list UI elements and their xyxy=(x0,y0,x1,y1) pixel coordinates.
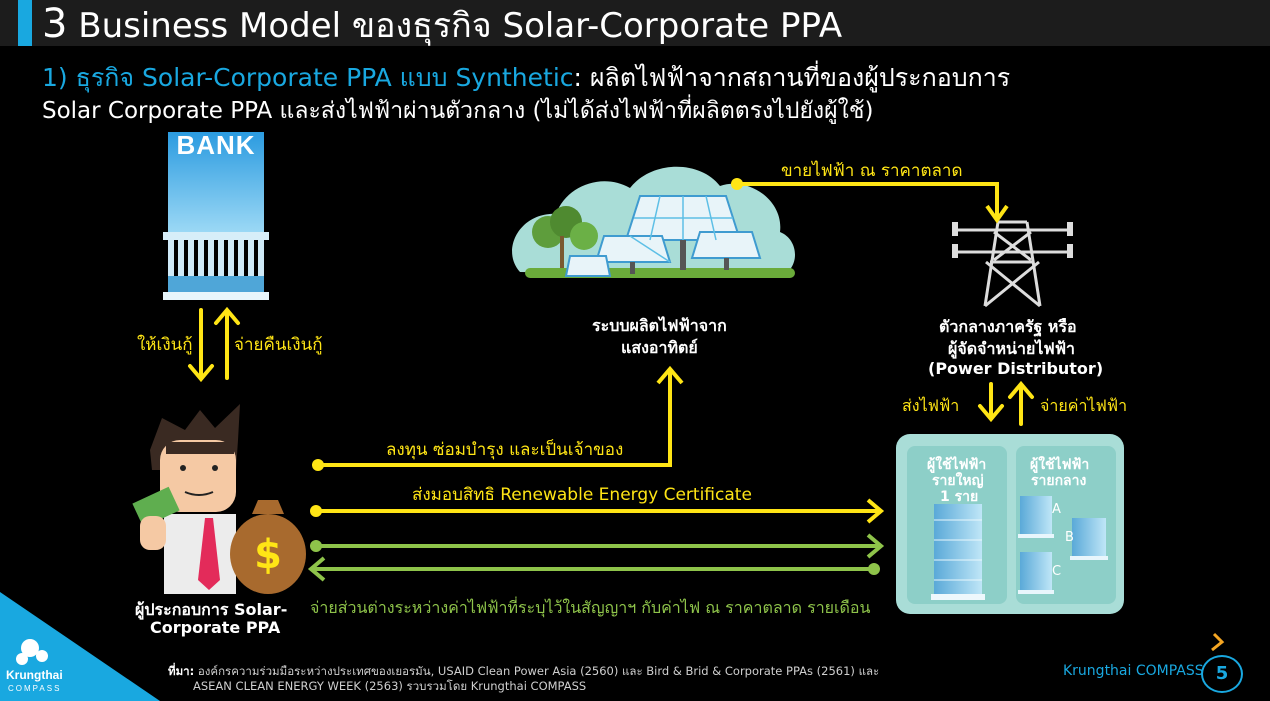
medium-user-line2: รายกลาง xyxy=(1031,473,1087,489)
solar-farm-icon xyxy=(512,166,795,278)
operator-character-icon xyxy=(132,404,240,594)
money-bag-icon: $ xyxy=(230,500,306,594)
difference-payment-dot xyxy=(868,563,880,575)
source-line1: องค์กรความร่วมมือระหว่างประเทศของเยอรมัน… xyxy=(194,664,880,678)
user-b-label: B xyxy=(1065,530,1074,545)
subtitle-line2: Solar Corporate PPA และส่งไฟฟ้าผ่านตัวกล… xyxy=(42,98,874,124)
repay-loan-label: จ่ายคืนเงินกู้ xyxy=(234,335,323,355)
subtitle-line1: 1) ธุรกิจ Solar-Corporate PPA แบบ Synthe… xyxy=(42,58,1010,98)
brand-triangle xyxy=(0,592,160,701)
page-number: 5 xyxy=(1201,655,1243,693)
section-number: 3 xyxy=(42,1,68,47)
page-chevron-icon xyxy=(1211,632,1225,652)
page-title: 3 Business Model ของธุรกิจ Solar-Corpora… xyxy=(42,3,842,47)
operator-line2: Corporate PPA xyxy=(150,618,281,637)
source-note: ที่มา: องค์กรความร่วมมือระหว่างประเทศของ… xyxy=(168,664,879,694)
logo-subtext: COMPASS xyxy=(8,684,62,693)
large-user-line2: รายใหญ่ xyxy=(932,473,984,489)
sell-market-arrow xyxy=(737,182,1009,224)
power-flow-arrow xyxy=(316,533,885,559)
source-line2: ASEAN CLEAN ENERGY WEEK (2563) รวบรวมโดย… xyxy=(193,679,587,693)
distributor-line3: (Power Distributor) xyxy=(928,359,1104,378)
operator-line1: ผู้ประกอบการ Solar- xyxy=(135,600,288,619)
large-user-line1: ผู้ใช้ไฟฟ้า xyxy=(927,457,987,473)
large-user-line3: 1 ราย xyxy=(940,489,979,505)
send-power-label: ส่งไฟฟ้า xyxy=(902,396,960,415)
bank-label: BANK xyxy=(176,130,256,160)
rec-arrow-dot xyxy=(310,505,322,517)
source-label: ที่มา: xyxy=(168,664,195,678)
title-text: Business Model ของธุรกิจ Solar-Corporate… xyxy=(78,6,843,46)
large-user-building-icon xyxy=(931,504,985,600)
difference-payment-arrow xyxy=(307,556,874,582)
solar-label-line2: แสงอาทิตย์ xyxy=(621,338,698,357)
invest-label: ลงทุน ซ่อมบำรุง และเป็นเจ้าของ xyxy=(386,440,624,460)
sell-market-label: ขายไฟฟ้า ณ ราคาตลาด xyxy=(781,161,963,181)
distributor-line2: ผู้จัดจำหน่ายไฟฟ้า xyxy=(948,339,1076,358)
distributor-arrows-icon xyxy=(978,380,1034,426)
subtitle-highlight: 1) ธุรกิจ Solar-Corporate PPA แบบ Synthe… xyxy=(42,63,574,92)
power-flow-dot xyxy=(310,540,322,552)
solar-label-line1: ระบบผลิตไฟฟ้าจาก xyxy=(592,316,727,335)
rec-label: ส่งมอบสิทธิ Renewable Energy Certificate xyxy=(412,485,752,505)
bank-building-icon xyxy=(163,132,269,300)
tower-insulators-icon xyxy=(952,222,1073,258)
sell-arrow-dot xyxy=(731,178,743,190)
subtitle-rest: : ผลิตไฟฟ้าจากสถานที่ของผู้ประกอบการ xyxy=(573,63,1011,92)
medium-user-line1: ผู้ใช้ไฟฟ้า xyxy=(1030,457,1090,473)
logo-text: Krungthai xyxy=(6,668,63,682)
distributor-line1: ตัวกลางภาครัฐ หรือ xyxy=(939,317,1077,336)
svg-text:$: $ xyxy=(254,532,282,578)
title-accent xyxy=(18,0,32,46)
rec-arrow xyxy=(316,498,885,524)
pay-power-label: จ่ายค่าไฟฟ้า xyxy=(1040,396,1128,415)
user-a-label: A xyxy=(1052,502,1061,517)
bank-arrows-icon xyxy=(188,306,240,383)
invest-arrow-dot xyxy=(312,459,324,471)
user-c-label: C xyxy=(1052,564,1062,579)
give-loan-label: ให้เงินกู้ xyxy=(137,335,193,355)
transmission-tower-icon xyxy=(952,220,1073,308)
title-bar xyxy=(0,0,1270,46)
krungthai-logo-icon xyxy=(16,639,48,665)
brand-footer: Krungthai COMPASS xyxy=(1063,663,1204,679)
difference-label: จ่ายส่วนต่างระหว่างค่าไฟฟ้าที่ระบุไว้ในส… xyxy=(310,598,871,617)
medium-user-buildings-icon xyxy=(1020,496,1106,592)
invest-arrow xyxy=(318,365,684,467)
